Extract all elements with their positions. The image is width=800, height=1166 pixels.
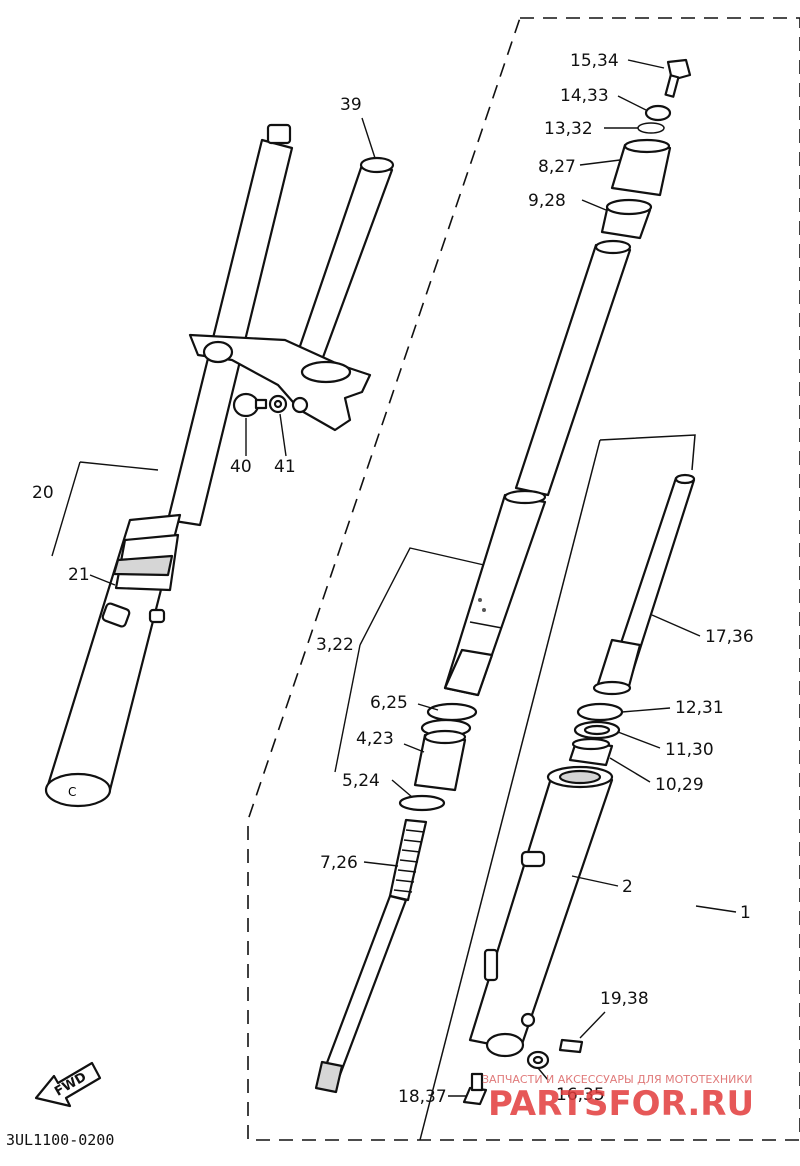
label-13-32: 13,32 [544, 119, 593, 139]
label-19-38: 19,38 [600, 989, 649, 1009]
label-10-29: 10,29 [655, 775, 704, 795]
label-15-34: 15,34 [570, 51, 619, 71]
label-17-36: 17,36 [705, 627, 754, 647]
label-40: 40 [230, 457, 252, 477]
label-1: 1 [740, 903, 751, 923]
leader-lines [51, 59, 737, 1097]
label-18-37: 18,37 [398, 1087, 447, 1107]
label-12-31: 12,31 [675, 698, 724, 718]
group-bracket-17-36 [599, 434, 696, 471]
label-7-26: 7,26 [320, 853, 358, 873]
assembly-boundary-1 [247, 17, 800, 1141]
reference-labels: 15,34 14,33 13,32 8,27 9,28 39 40 41 20 … [32, 51, 754, 1107]
label-20: 20 [32, 483, 54, 503]
label-21: 21 [68, 565, 90, 585]
watermark-brand: PARTSFOR.RU [488, 1084, 754, 1124]
label-5-24: 5,24 [342, 771, 380, 791]
label-14-33: 14,33 [560, 86, 609, 106]
label-3-22: 3,22 [316, 635, 354, 655]
assembled-fork: C [44, 123, 395, 808]
label-6-25: 6,25 [370, 693, 408, 713]
label-16-35: 16,35 [556, 1085, 605, 1105]
label-4-23: 4,23 [356, 729, 394, 749]
watermark: ЗАПЧАСТИ И АКСЕССУАРЫ ДЛЯ МОТОТЕХНИКИ PA… [482, 1073, 754, 1124]
label-2: 2 [622, 877, 633, 897]
group-line-2-left [419, 439, 601, 1141]
label-9-28: 9,28 [528, 191, 566, 211]
label-41: 41 [274, 457, 296, 477]
label-39: 39 [340, 95, 362, 115]
label-11-30: 11,30 [665, 740, 714, 760]
fwd-arrow: FWD [34, 1061, 102, 1108]
slider-mark: C [68, 785, 76, 799]
watermark-caption: ЗАПЧАСТИ И АКСЕССУАРЫ ДЛЯ МОТОТЕХНИКИ [482, 1073, 752, 1086]
label-8-27: 8,27 [538, 157, 576, 177]
exploded-parts [314, 58, 696, 1106]
diagram-code: 3UL1100-0200 [6, 1131, 114, 1149]
